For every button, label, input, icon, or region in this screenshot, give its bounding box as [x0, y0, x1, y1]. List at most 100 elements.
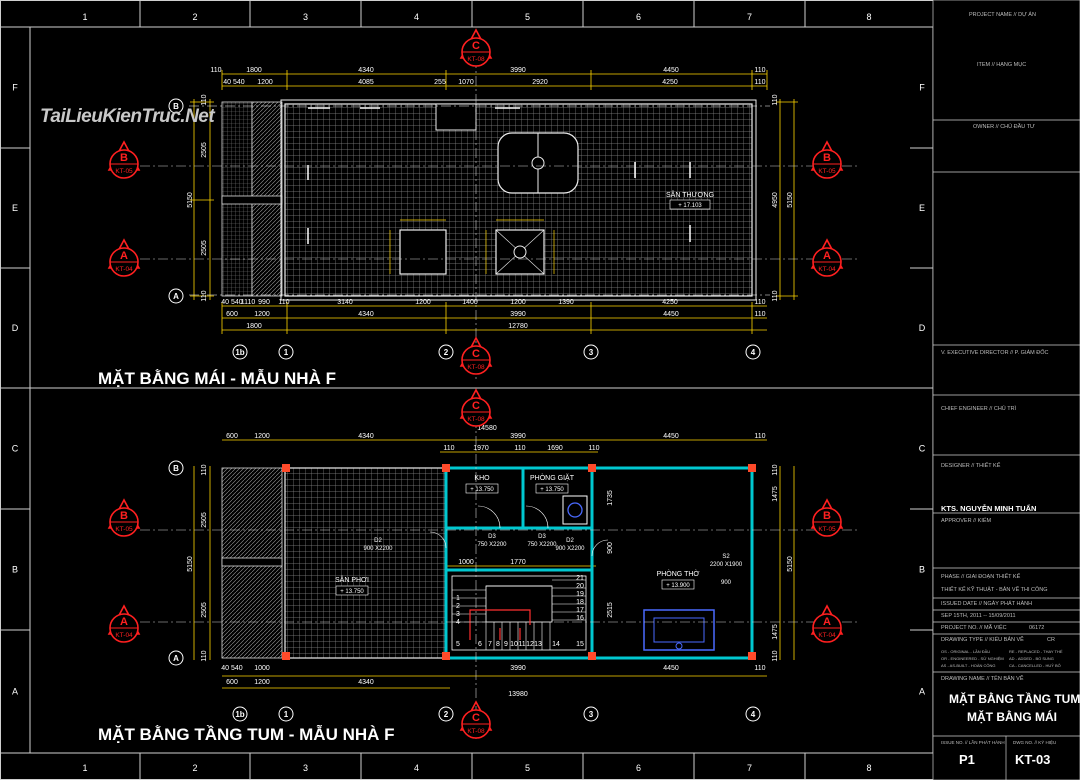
dim-text: 1070 — [458, 79, 474, 86]
grid-col-label-bottom: 3 — [303, 763, 308, 773]
axis-bubble: 2 — [438, 706, 454, 722]
axis-label: 1b — [235, 348, 244, 357]
axis-bubble: 1 — [278, 706, 294, 722]
axis-bubble: A — [168, 288, 184, 304]
dim-text: 2505 — [201, 240, 208, 256]
dim-text: 1390 — [558, 299, 574, 306]
drawing-name-line2: MẶT BẰNG MÁI — [967, 710, 1057, 724]
dim-text: 110 — [754, 299, 765, 306]
axis-label: 4 — [751, 710, 756, 719]
stair-number: 7 — [488, 641, 492, 648]
axis-label: 2 — [444, 710, 449, 719]
grid-col-label-top: 3 — [303, 12, 308, 22]
owner-label: OWNER // CHỦ ĐẦU TƯ — [973, 124, 1035, 130]
legend-line-2: OR - ENGINEERED - SỬ NGHIỆM — [941, 656, 1004, 661]
marker-letter: C — [472, 348, 480, 360]
axis-circle — [168, 650, 184, 666]
section-marker: B KT-05 — [107, 498, 141, 537]
marker-ref: KT-04 — [818, 266, 836, 273]
issued-label: ISSUED DATE // NGÀY PHÁT HÀNH — [941, 601, 1033, 607]
roof-room-label: SÂN THƯỢNG — [666, 190, 714, 199]
dim-text: 4450 — [663, 311, 679, 318]
axis-label: 3 — [589, 710, 594, 719]
dim-text: 600 — [226, 433, 238, 440]
stair-number: 8 — [496, 641, 500, 648]
dim-text: 900 — [607, 542, 614, 554]
dim-text: 1200 — [254, 679, 270, 686]
dim-text: 1000 — [458, 559, 474, 566]
axis-bubble: 2 — [438, 344, 454, 360]
dim-text: 4250 — [662, 299, 678, 306]
dim-text: 110 — [514, 445, 525, 452]
level-tag — [465, 483, 499, 494]
axis-bubble: 4 — [745, 344, 761, 360]
grid-row-label-right: C — [919, 444, 926, 454]
dim-text: 990 — [258, 299, 270, 306]
axis-bubble: 1 — [278, 344, 294, 360]
dim-text: 1735 — [607, 490, 614, 506]
marker-ref: KT-05 — [115, 526, 133, 533]
dim-text: 2505 — [201, 602, 208, 618]
section-markers: CKT-08CKT-08CKT-08CKT-08BKT-05BKT-05BKT-… — [107, 28, 844, 739]
dim-total: 14580 — [477, 425, 497, 432]
dwg-no-value: KT-03 — [1015, 752, 1051, 767]
project-label: PROJECT NAME // DỰ ÁN — [969, 12, 1036, 18]
door-size: 900 X2200 — [363, 546, 393, 552]
marker-ref: KT-08 — [467, 364, 485, 371]
dim-text: 110 — [754, 665, 765, 672]
dim-text: 2505 — [201, 142, 208, 158]
legend-line-5: AD - ADDED - BỔ SUNG — [1009, 656, 1054, 661]
marker-letter: C — [472, 400, 480, 412]
axis-circle — [232, 706, 248, 722]
dim-text: 1200 — [254, 311, 270, 318]
stair-number: 19 — [576, 591, 584, 598]
marker-letter: A — [120, 250, 128, 262]
room-name: PHÒNG GIẶT — [530, 473, 575, 482]
grid-col-label-bottom: 4 — [414, 763, 419, 773]
axis-circle — [583, 344, 599, 360]
section-marker: CKT-08 — [459, 388, 493, 427]
dim-text: 2920 — [532, 79, 548, 86]
stair-number: 11 — [518, 641, 525, 648]
dim-text: 40 540 — [223, 79, 245, 86]
axis-bubble: 1b — [232, 344, 248, 360]
stair-number: 13 — [534, 641, 542, 648]
door-code: D3 — [488, 534, 496, 540]
grid-col-label-bottom: 8 — [866, 763, 871, 773]
room-level: + 13.900 — [666, 583, 690, 589]
grid-col-label-top: 7 — [747, 12, 752, 22]
axis-label: A — [173, 654, 179, 663]
dim-text: 110 — [754, 433, 765, 440]
marker-ref: KT-05 — [115, 168, 133, 175]
stair-number: 17 — [576, 607, 584, 614]
dim-text: 5150 — [787, 192, 794, 208]
stair-number: 5 — [456, 641, 460, 648]
room-level: + 13.750 — [540, 487, 564, 493]
stair-number: 2 — [456, 603, 460, 610]
door-size: 750 X2200 — [477, 542, 507, 548]
dim-text: 4085 — [358, 79, 374, 86]
section-marker: AKT-04 — [107, 604, 141, 643]
door-code: D3 — [538, 534, 546, 540]
dim-text: 4450 — [663, 67, 679, 74]
dim-text: 1970 — [473, 445, 489, 452]
dim-text: 110 — [201, 464, 208, 475]
dim-text: 3990 — [510, 665, 526, 672]
axis-circle — [232, 344, 248, 360]
stair-number: 20 — [576, 583, 584, 590]
axis-bubble: 3 — [583, 706, 599, 722]
designer-name: KTS. NGUYỄN MINH TUẤN — [941, 504, 1037, 513]
dim-text: 1475 — [772, 486, 779, 502]
chief-label: CHIEF ENGINEER // CHỦ TRÌ — [941, 406, 1017, 412]
dim-text: 2505 — [201, 512, 208, 528]
marker-letter: B — [120, 510, 128, 522]
section-marker: CKT-08 — [459, 28, 493, 67]
section-marker: A KT-04 — [810, 238, 844, 277]
phase-label: PHASE // GIAI ĐOẠN THIẾT KẾ — [941, 574, 1021, 580]
marker-letter: B — [120, 152, 128, 164]
grid-col-label-top: 6 — [636, 12, 641, 22]
marker-letter: A — [823, 250, 831, 262]
